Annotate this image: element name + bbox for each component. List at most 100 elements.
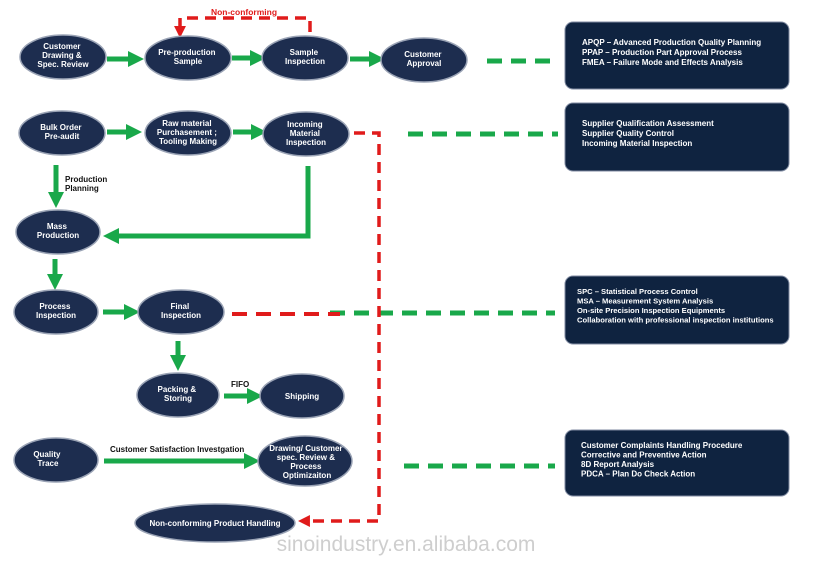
node-final-inspection-label: Final Inspection [161,302,201,320]
label-line: Bulk Order [40,123,81,132]
box-supplier[interactable] [564,102,790,172]
label-line: Storing [164,394,192,403]
node-incoming-inspection-label: Incoming Material Inspection [286,120,326,147]
label-line: Packing & [158,385,197,394]
dashed-connectors-green [330,58,558,469]
label-line: Trace [38,459,59,468]
node-shipping-label: Shipping [285,392,319,401]
node-incoming-inspection[interactable] [262,111,350,157]
label-line: Process [39,302,71,311]
box-line: On-site Precision Inspection Equipments [577,306,725,315]
label-line: Purchasement ; [157,128,217,137]
production-planning-label: Production Planning [65,175,109,193]
node-process-inspection[interactable] [13,289,99,335]
flow-arrows [46,49,386,470]
node-packing-storing[interactable] [136,372,220,418]
node-nonconforming-handling-label: Non-conforming Product Handling [149,519,280,528]
label-line: Pre-production [158,48,215,57]
box-line: PPAP – Production Part Approval Process [582,48,742,57]
label-line: Incoming [287,120,323,129]
label-line: Drawing/ Customer [269,444,342,453]
label-line: Material [290,129,320,138]
process-nodes [13,34,468,543]
box-line: 8D Report Analysis [581,460,655,469]
box-complaints-text: Customer Complaints Handling Procedure C… [581,441,745,479]
label-line: Inspection [161,311,201,320]
box-line: Collaboration with professional inspecti… [577,316,774,325]
label-line: Final [171,302,190,311]
info-boxes: APQP – Advanced Production Quality Plann… [564,21,790,497]
box-line: FMEA – Failure Mode and Effects Analysis [582,58,743,67]
node-packing-storing-label: Packing & Storing [158,385,199,403]
label-line: Shipping [285,392,319,401]
label-line: Quality [33,450,61,459]
box-line: APQP – Advanced Production Quality Plann… [582,38,761,47]
fifo-label: FIFO [231,380,249,389]
box-line: MSA – Measurement System Analysis [577,297,713,306]
box-supplier-text: Supplier Qualification Assessment Suppli… [582,119,716,148]
node-bulk-order-preaudit-label: Bulk Order Pre-audit [40,123,84,141]
node-mass-production-label: Mass Production [37,222,79,240]
label-line: spec. Review & [277,453,335,462]
node-labels: Customer Drawing & Spec. Review Pre-prod… [33,42,444,528]
node-customer-approval-label: Customer Approval [404,50,444,68]
label-line: Customer [404,50,441,59]
dashed-connectors-red [174,16,381,527]
label-line: Tooling Making [159,137,217,146]
box-line: PDCA – Plan Do Check Action [581,470,695,479]
node-bulk-order-preaudit[interactable] [18,110,106,156]
label-line: Mass [47,222,68,231]
label-line: Approval [407,59,442,68]
node-shipping[interactable] [259,373,345,419]
label-line: Drawing & [42,51,82,60]
label-line: Sample [290,48,319,57]
arrow-incoming-to-mass [102,166,311,245]
node-raw-material[interactable] [144,110,232,156]
label-line: Non-conforming Product Handling [149,519,280,528]
box-planning-text: APQP – Advanced Production Quality Plann… [582,38,763,67]
node-customer-drawing-review-label: Customer Drawing & Spec. Review [37,42,89,69]
node-nonconforming-handling[interactable] [134,503,296,543]
node-mass-production[interactable] [15,209,101,255]
node-sample-inspection[interactable] [261,35,349,81]
label-line: Raw material [162,119,211,128]
node-customer-drawing-review[interactable] [19,34,107,80]
watermark: sinoindustry.en.alibaba.com [277,533,536,556]
node-process-inspection-label: Process Inspection [36,302,76,320]
node-quality-trace-label: Quality Trace [33,450,62,468]
label-line: Inspection [36,311,76,320]
label-line: Inspection [285,57,325,66]
box-line: SPC – Statistical Process Control [577,287,698,296]
node-sample-inspection-label: Sample Inspection [285,48,325,66]
production-planning-line-2: Planning [65,184,99,193]
box-line: Corrective and Preventive Action [581,451,707,460]
production-planning-line-1: Production [65,175,107,184]
label-line: Customer [43,42,80,51]
node-drawing-customer-review-label: Drawing/ Customer spec. Review & Process… [269,444,345,480]
label-line: Production [37,231,79,240]
non-conforming-label: Non-conforming [211,7,277,17]
nonconforming-loop [174,16,312,38]
node-final-inspection[interactable] [137,289,225,335]
label-line: Process [290,462,322,471]
box-statistical[interactable] [564,275,790,345]
nonconforming-to-handling [298,131,381,527]
box-line: Supplier Qualification Assessment [582,119,714,128]
box-complaints[interactable] [564,429,790,497]
box-planning[interactable] [564,21,790,90]
node-drawing-customer-review[interactable] [257,435,353,487]
node-preproduction-sample-label: Pre-production Sample [158,48,218,66]
node-preproduction-sample[interactable] [144,35,232,81]
label-line: Spec. Review [37,60,89,69]
box-statistical-text: SPC – Statistical Process Control MSA – … [577,287,774,325]
label-line: Sample [174,57,203,66]
box-line: Incoming Material Inspection [582,139,692,148]
box-line: Supplier Quality Control [582,129,674,138]
node-customer-approval[interactable] [380,37,468,83]
node-raw-material-label: Raw material Purchasement ; Tooling Maki… [157,119,219,146]
node-quality-trace[interactable] [13,437,99,483]
label-line: Inspection [286,138,326,147]
customer-satisfaction-label: Customer Satisfaction Investgation [110,445,244,454]
label-line: Pre-audit [45,132,80,141]
